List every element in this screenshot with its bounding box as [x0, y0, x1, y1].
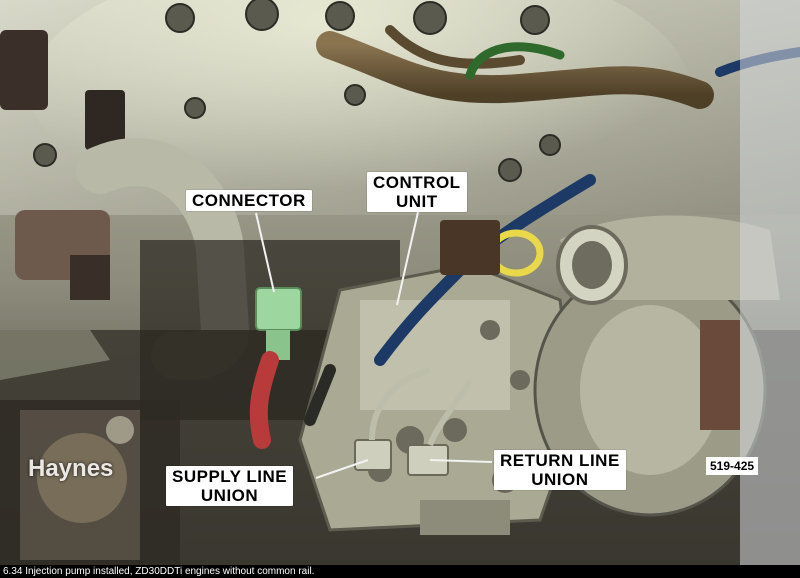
engine-photo: [0, 0, 800, 565]
return-label-line2: UNION: [531, 470, 589, 489]
figure-reference-number: 519-425: [706, 457, 759, 475]
connector-label-text: CONNECTOR: [192, 191, 306, 210]
supply-label-line1: SUPPLY LINE: [172, 467, 288, 486]
supply-line-union-label: SUPPLY LINE UNION: [166, 466, 294, 506]
red-wire: [249, 351, 279, 449]
supply-line-union: [354, 439, 392, 471]
supply-label-line2: UNION: [200, 486, 259, 505]
fuel-hose: [316, 31, 714, 109]
control-unit-label-line2: UNIT: [395, 192, 438, 211]
control-unit-label: CONTROL UNIT: [367, 172, 467, 212]
green-connector: [255, 287, 302, 331]
haynes-watermark: Haynes: [28, 455, 114, 482]
leader-lines: [255, 211, 493, 479]
connector-label: CONNECTOR: [186, 190, 312, 211]
return-label-line1: RETURN LINE: [500, 451, 620, 470]
head-bolts: [33, 0, 561, 182]
figure-caption: 6.34 Injection pump installed, ZD30DDTi …: [0, 565, 800, 578]
green-hose: [465, 42, 565, 80]
haynes-logo-graphic: [20, 410, 140, 560]
return-line-union-label: RETURN LINE UNION: [494, 450, 626, 490]
control-unit-label-line1: CONTROL: [373, 173, 461, 192]
